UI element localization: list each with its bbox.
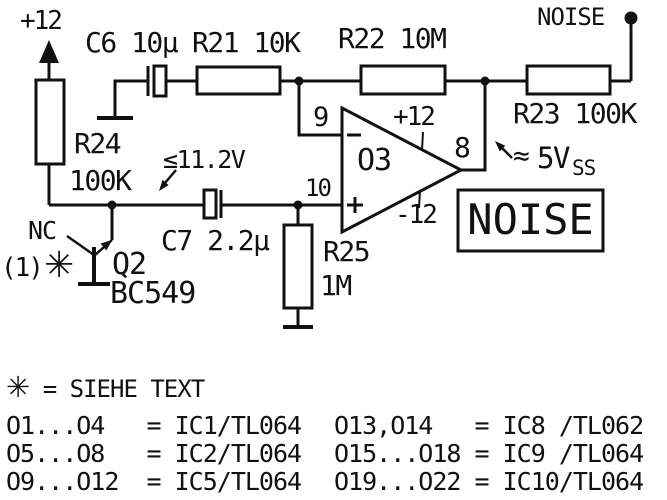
legend-siehe-text-line: ✳ = SIEHE TEXT: [6, 370, 205, 404]
junction-dot: [293, 200, 303, 210]
r23-label: R23 100K: [513, 97, 637, 130]
opamp-o3-symbol: [340, 105, 465, 235]
vplus-tick: [421, 131, 424, 151]
pin9-label: 9: [313, 102, 330, 133]
opamp-vplus-label: +12: [393, 102, 436, 132]
r24-name-label: R24: [74, 127, 122, 160]
q2-value-label: BC549: [110, 276, 196, 311]
noise-box-label: NOISE: [467, 195, 594, 245]
r25-value-label: 1M: [320, 269, 352, 302]
r24-resistor: [34, 78, 66, 166]
pin8-feedback-wire: [461, 81, 487, 172]
c6-capacitor: [146, 64, 168, 98]
r22-resistor: [359, 64, 447, 96]
pin8-label: 8: [454, 131, 471, 164]
nc-label: NC: [28, 216, 57, 245]
legend-row: O15...O18 = IC9 /TL064: [334, 439, 644, 468]
opamp-vminus-label: -12: [395, 200, 438, 230]
pin10-label: 10: [305, 174, 332, 202]
legend-row: O19...O22 = IC10/TL064: [334, 467, 644, 496]
supply-arrow-icon: [39, 40, 59, 63]
legend-row: O1...O4 = IC1/TL064: [6, 411, 302, 440]
r25-name-label: R25: [323, 235, 371, 268]
r21-label: R21 10K: [192, 26, 301, 59]
q2-transistor: [66, 234, 113, 286]
legend-row: O9...O12 = IC5/TL064: [6, 467, 302, 496]
r22-label: R22 10M: [338, 22, 447, 55]
legend-asterisk-icon: ✳: [6, 370, 30, 404]
vminus-tick: [418, 189, 421, 209]
c6-ground-branch: [113, 79, 148, 117]
output-level-label: 5V: [537, 141, 570, 175]
junction-dot: [480, 76, 490, 86]
asterisk-icon: ✳: [44, 245, 75, 286]
r23-resistor: [525, 64, 612, 96]
c7-capacitor: [202, 188, 223, 220]
output-level-subscript: SS: [572, 156, 596, 180]
opamp-name-label: O3: [357, 143, 392, 178]
ref-note-label: (1): [1, 253, 44, 283]
voltage-note-label: ≤11.2V: [163, 145, 246, 174]
junction-dot: [294, 76, 304, 86]
output-level-approx: ≈: [513, 139, 530, 172]
legend-row: O5...O8 = IC2/TL064: [6, 439, 302, 468]
q2-name-label: Q2: [112, 247, 147, 282]
legend-row: O13,O14 = IC8 /TL062: [334, 411, 644, 440]
c7-label: C7 2.2µ: [161, 224, 270, 257]
junction-dot: [107, 200, 117, 210]
q2-collector-lead: [66, 234, 95, 257]
noise-output-box: [456, 188, 605, 253]
voltage-note-arrow-icon: [159, 169, 177, 191]
r24-value-label: 100K: [69, 164, 132, 197]
noise-terminal-dot: [624, 11, 638, 25]
r25-resistor: [282, 223, 314, 310]
c6-label: C6 10µ: [85, 26, 179, 59]
pin9-wire: [297, 81, 342, 137]
output-level-arrow-icon: [495, 141, 513, 159]
supply-label: +12: [20, 6, 63, 36]
legend-siehe-text: = SIEHE TEXT: [29, 375, 205, 403]
q2-emitter-arrow-icon: [100, 240, 112, 251]
noise-terminal-label: NOISE: [537, 3, 605, 31]
r21-resistor: [195, 65, 282, 96]
